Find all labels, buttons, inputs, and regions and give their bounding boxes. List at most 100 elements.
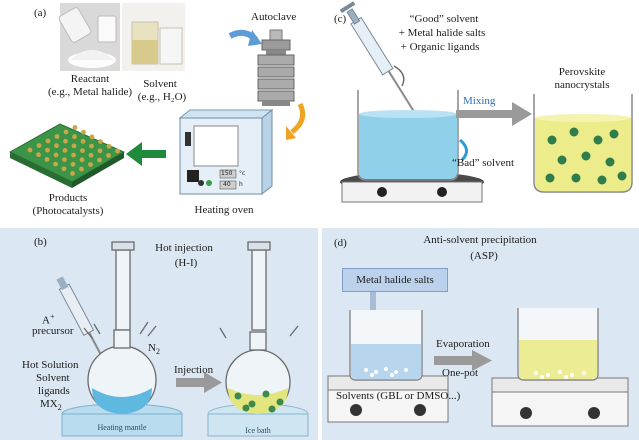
ice-bath-flask — [219, 241, 299, 415]
perovskite-label: Perovskite — [558, 66, 606, 78]
photocatalyst-dot — [79, 157, 85, 163]
photocatalyst-dot — [62, 148, 68, 153]
mx2-label: MX2 — [40, 398, 62, 413]
bad-solvent-beaker — [357, 90, 459, 181]
asp-abbr: (ASP) — [470, 250, 498, 262]
photocatalyst-dot — [54, 143, 59, 149]
photocatalyst-dot — [36, 143, 42, 148]
organic-ligands-label: + Organic ligands — [400, 41, 480, 53]
precipitate — [370, 373, 374, 377]
panel-a-graphics — [8, 3, 306, 196]
anti-solvent-title: Anti-solvent precipitation — [423, 234, 537, 246]
autoclave-label: Autoclave — [251, 11, 297, 23]
photocatalyst-dot — [79, 166, 84, 172]
mixing-label: Mixing — [463, 95, 496, 107]
solvent-example: (e.g., H₂O) — [137, 91, 187, 103]
panel-b-graphics — [56, 241, 309, 437]
right-beaker — [517, 308, 599, 381]
precipitate — [364, 368, 368, 372]
photocatalyst-dot — [115, 148, 120, 154]
panel-d: (d) Anti-solvent precipitation (ASP) Met… — [322, 228, 639, 440]
oven-temp-value: 150 — [221, 170, 233, 177]
solvent-label: Solvent — [36, 372, 70, 384]
precipitate — [540, 375, 544, 379]
nanocrystal — [234, 392, 242, 400]
photocatalyst-dot — [71, 152, 76, 158]
nanocrystal — [547, 135, 557, 145]
mixing-arrow — [456, 102, 532, 126]
panel-c-graphics — [339, 1, 633, 203]
panel-d-graphics — [327, 290, 629, 427]
nanocrystal — [262, 390, 270, 398]
precipitate — [534, 371, 538, 375]
photocatalyst-dot — [36, 152, 41, 158]
photocatalyst-dot — [53, 152, 59, 158]
injection-label: Injection — [174, 364, 214, 376]
ice-bath-label: Ice bath — [245, 426, 271, 435]
reactant-example: (e.g., Metal halide) — [48, 86, 132, 98]
heating-mantle-label: Heating mantle — [97, 423, 147, 432]
oven-time-unit: h — [239, 181, 243, 188]
photocatalyst-dot — [70, 171, 75, 176]
nanocrystal — [248, 400, 256, 408]
left-beaker — [349, 310, 423, 381]
oven-label: Heating oven — [194, 204, 254, 216]
precipitate — [394, 370, 398, 374]
photocatalyst-dot — [61, 166, 67, 172]
photocatalyst-dot — [106, 143, 112, 149]
metal-halide-label: + Metal halide salts — [398, 27, 486, 39]
precipitate — [546, 373, 550, 377]
evaporation-label: Evaporation — [436, 338, 490, 350]
nanocrystal — [557, 155, 567, 165]
photocatalyst-dot — [63, 138, 68, 144]
products-example: (Photocatalysts) — [32, 205, 104, 217]
nanocrystal — [571, 173, 581, 183]
panel-b: (b) Hot injection (H-I) A+ precursor N2 … — [0, 228, 318, 440]
panel-label: (a) — [34, 7, 47, 19]
nitrogen-label: N2 — [148, 342, 160, 357]
panel-label: (d) — [334, 237, 347, 249]
photocatalyst-dot — [72, 125, 78, 130]
arrow-to-products — [140, 150, 166, 158]
nanocrystal — [593, 135, 603, 145]
photocatalyst-grid — [8, 123, 126, 188]
reactant-photo — [58, 3, 120, 71]
photocatalyst-dot — [44, 157, 50, 162]
nanocrystal — [581, 151, 591, 161]
photocatalyst-dot — [45, 138, 51, 144]
photocatalyst-dot — [97, 157, 102, 163]
nanocrystal — [545, 173, 555, 183]
photocatalyst-dot — [80, 139, 86, 144]
photocatalyst-dot — [97, 148, 103, 154]
precipitate — [404, 368, 408, 372]
photocatalyst-dot — [63, 129, 69, 135]
nanocrystal — [276, 398, 284, 406]
solvent-photo — [122, 3, 185, 71]
photocatalyst-dot — [88, 152, 94, 158]
arrow-to-oven — [290, 102, 306, 134]
photocatalyst-dot — [88, 162, 93, 167]
nanocrystal — [569, 127, 579, 137]
heating-oven-icon — [178, 108, 274, 196]
precipitate — [390, 373, 394, 377]
nanocrystals-label: nanocrystals — [554, 79, 610, 91]
hot-solution-label: Hot Solution — [22, 359, 79, 371]
autoclave-icon — [257, 29, 295, 106]
precipitate — [558, 370, 562, 374]
precipitate — [570, 373, 574, 377]
photocatalyst-dot — [106, 153, 111, 158]
bad-solvent-label: “Bad” solvent — [452, 157, 515, 169]
photocatalyst-dot — [89, 134, 95, 140]
panel-label: (c) — [334, 13, 347, 25]
precipitate — [374, 370, 378, 374]
panel-label: (b) — [34, 236, 47, 248]
oven-time-value: 40 — [223, 181, 231, 188]
hot-injection-flask — [83, 241, 157, 415]
products-label: Products — [48, 192, 88, 204]
precipitate — [384, 367, 388, 371]
photocatalyst-dot — [62, 157, 67, 163]
panel-c: (c) “Good” solvent + Metal halide salts … — [322, 0, 639, 225]
photocatalyst-dot — [45, 147, 50, 153]
panel-a: (a) Reactant (e.g., Metal halide) Solven… — [0, 0, 318, 225]
good-solvent-label: “Good” solvent — [409, 13, 479, 25]
